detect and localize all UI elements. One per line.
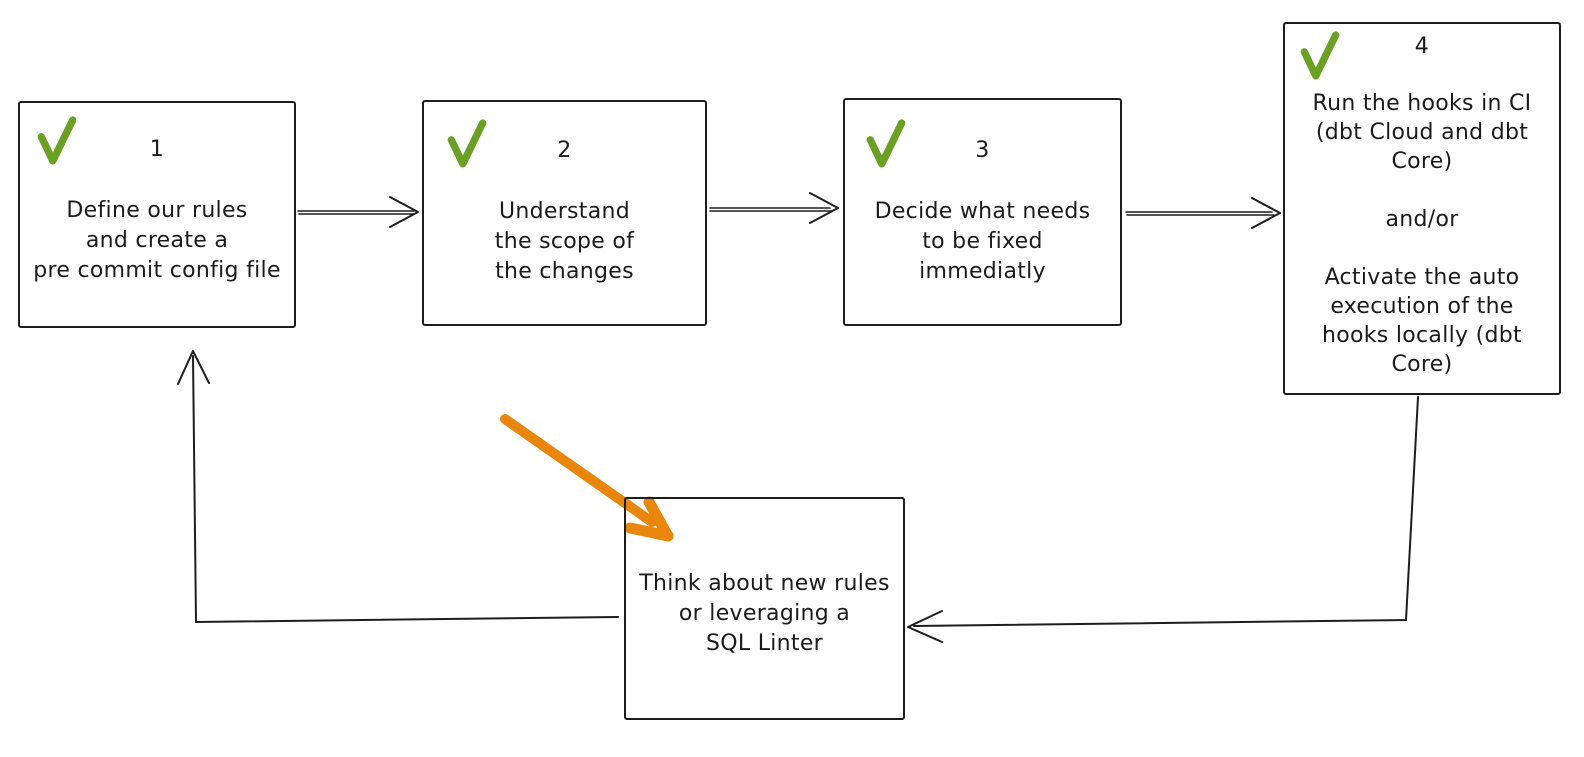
node-text: Think about new rules or leveraging a SQ…: [639, 571, 890, 656]
arrow-step2-to-step3: [709, 192, 839, 224]
arrow-step3-to-step4: [1125, 197, 1281, 229]
node-text: Decide what needs to be fixed immediatly: [874, 199, 1091, 284]
arrow-step4-to-loop: [907, 396, 1419, 643]
flow-node-loop: Think about new rules or leveraging a SQ…: [624, 497, 905, 720]
arrow-loop-to-step1: [177, 350, 619, 623]
check-icon: [34, 113, 80, 169]
flow-node-step-3: 3 Decide what needs to be fixed immediat…: [843, 98, 1122, 326]
step-number: 4: [1414, 34, 1430, 59]
flow-node-step-1: 1 Define our rules and create a pre comm…: [18, 101, 296, 328]
arrow-step1-to-step2: [297, 196, 419, 228]
node-text: Run the hooks in CI (dbt Cloud and dbt C…: [1312, 91, 1532, 377]
check-icon: [1297, 28, 1343, 84]
check-icon: [863, 116, 909, 172]
step-number: 2: [557, 138, 572, 163]
step-number: 1: [149, 137, 165, 162]
node-text: Understand the scope of the changes: [494, 199, 635, 284]
step-number: 3: [975, 138, 990, 163]
node-text: Define our rules and create a pre commit…: [33, 198, 281, 283]
flow-node-step-4: 4 Run the hooks in CI (dbt Cloud and dbt…: [1283, 22, 1561, 395]
flow-node-step-2: 2 Understand the scope of the changes: [422, 100, 707, 326]
check-icon: [444, 116, 490, 172]
